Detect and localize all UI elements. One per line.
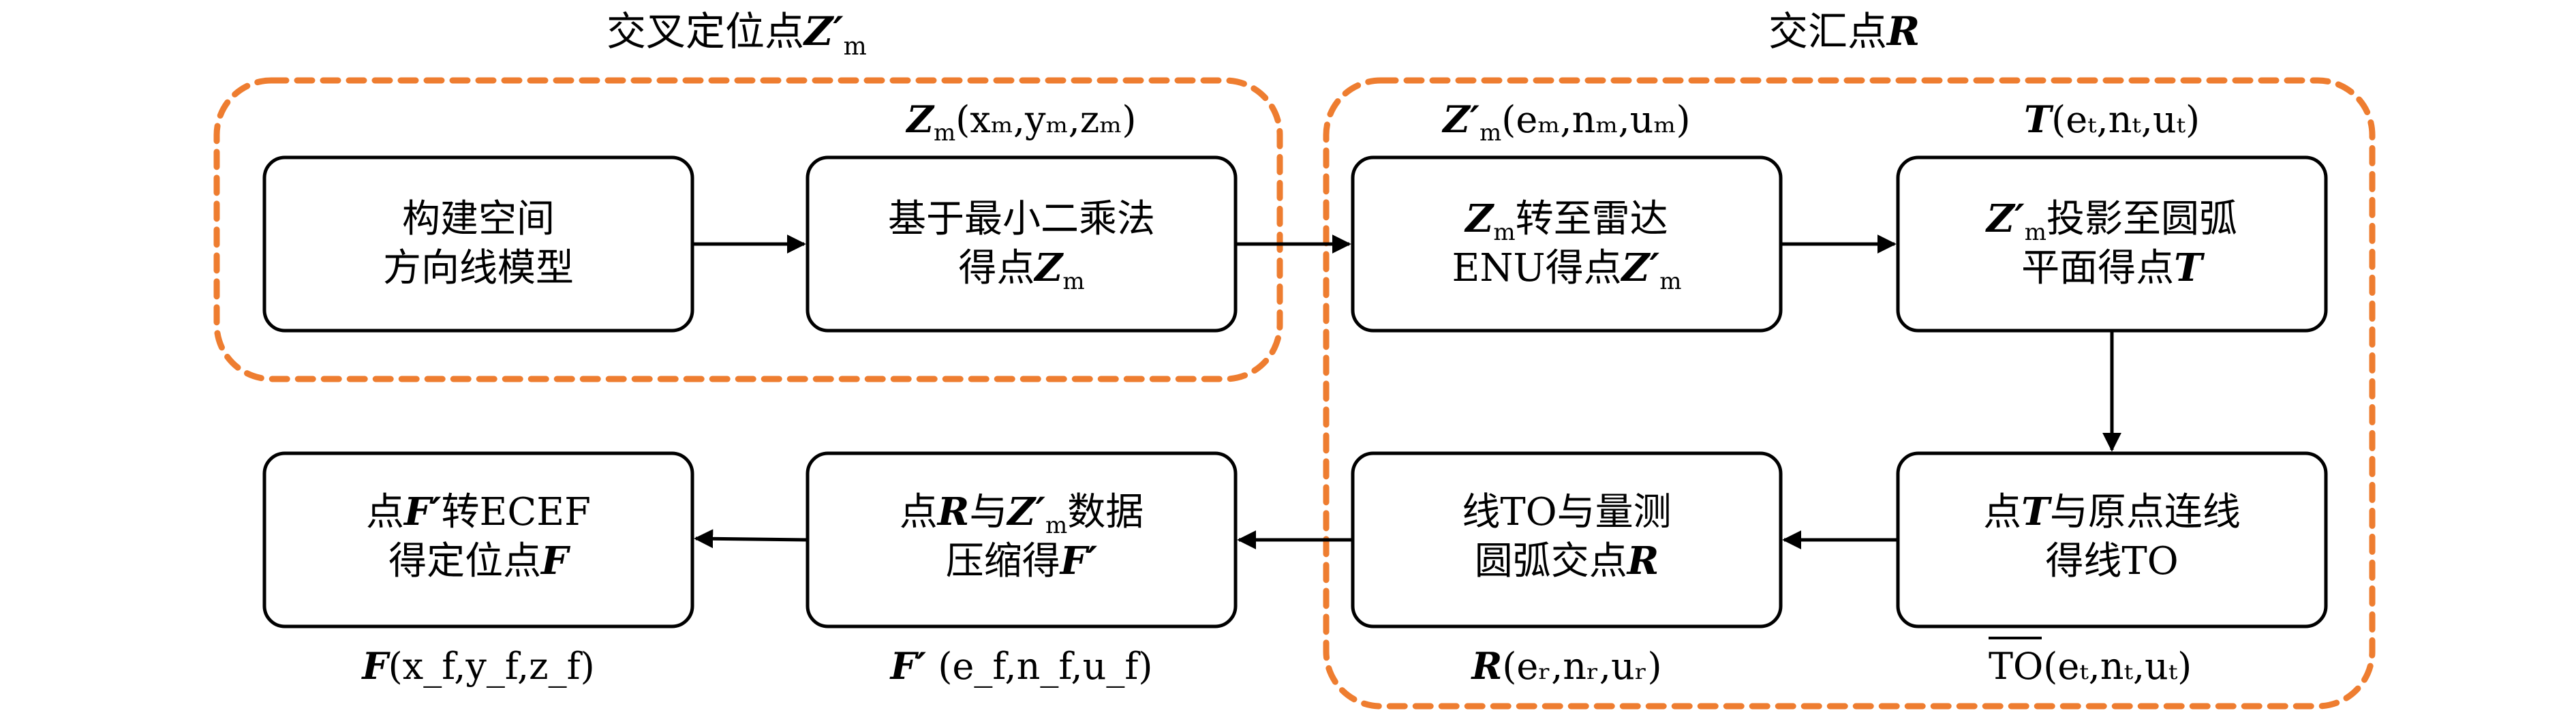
b6-line2: 圆弧交点R <box>1475 538 1659 583</box>
group-frame-left <box>213 77 1283 382</box>
label-f: F(x_f,y_f,z_f) <box>361 644 594 688</box>
box-project-arc-plane <box>1896 155 2328 333</box>
box-least-squares <box>806 155 1238 333</box>
label-t: T(eₜ,nₜ,uₜ) <box>2024 97 2200 141</box>
b5-line2: 得线TO <box>2045 539 2178 583</box>
group-frame-right <box>1323 77 2376 710</box>
b3-line1: Zm转至雷达 <box>1464 196 1668 246</box>
b7-line2: 压缩得F′ <box>946 538 1098 583</box>
b8-line1: 点F′转ECEF <box>366 489 591 534</box>
label-fp: F′ (e_f,n_f,u_f) <box>889 644 1153 688</box>
label-to: TO(eₜ,nₜ,uₜ) <box>1989 637 2192 688</box>
label-to-text: TO(eₜ,nₜ,uₜ) <box>1989 645 2192 688</box>
box-build-direction-model <box>262 155 694 333</box>
group-title-right: 交汇点R <box>1768 8 1920 55</box>
box-to-ecef <box>262 451 694 628</box>
label-zmp: Z′m(eₘ,nₘ,uₘ) <box>1441 97 1690 147</box>
box-to-radar-enu <box>1351 155 1783 333</box>
label-r: R(eᵣ,nᵣ,uᵣ) <box>1470 644 1661 688</box>
b1-line1: 构建空间 <box>402 197 555 241</box>
group-title-left: 交叉定位点Z′m <box>607 8 867 61</box>
b4-line1: Z′m投影至圆弧 <box>1985 196 2237 246</box>
arrow-b7-b8 <box>694 529 808 549</box>
label-zm: Zm(xₘ,yₘ,zₘ) <box>906 97 1137 147</box>
b2-line2: 得点Zm <box>958 245 1084 295</box>
b6-line1: 线TO与量测 <box>1462 490 1671 534</box>
b3-line2: ENU得点Z′m <box>1452 245 1682 295</box>
b5-line1: 点T与原点连线 <box>1983 489 2241 534</box>
b8-line2: 得定位点F <box>388 538 571 583</box>
b2-line1: 基于最小二乘法 <box>888 197 1155 241</box>
b1-line2: 方向线模型 <box>383 246 574 290</box>
b7-line1: 点R与Z′m数据 <box>900 489 1144 539</box>
b4-line2: 平面得点T <box>2021 245 2205 290</box>
